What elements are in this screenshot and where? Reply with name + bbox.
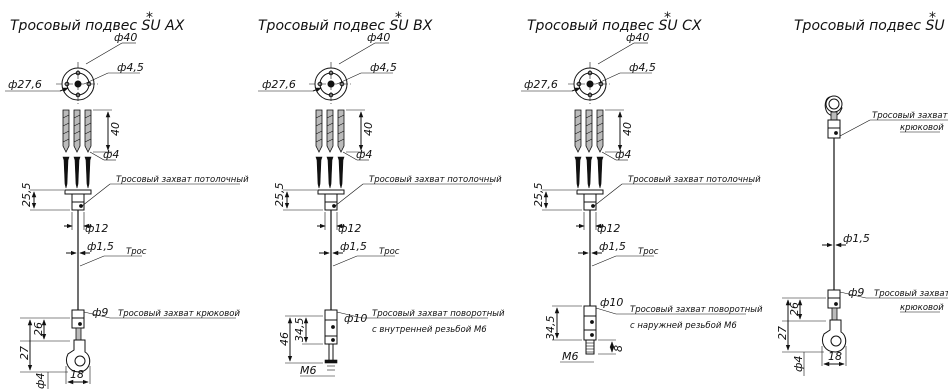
dim-d45: ф4,5 xyxy=(117,61,144,74)
dim-h46: 46 xyxy=(278,332,291,346)
dim-m6: M6 xyxy=(562,350,579,363)
label-bottom-hook-line1: Тросовый захват xyxy=(874,289,948,299)
label-ceiling-grip: Тросовый захват потолочный xyxy=(369,175,502,185)
dim-d45: ф4,5 xyxy=(370,61,397,74)
dim-d276: ф27,6 xyxy=(524,78,558,91)
dim-w18: 18 xyxy=(828,350,842,363)
dim-d40: ф40 xyxy=(114,31,137,44)
dim-d12: ф12 xyxy=(597,222,620,235)
label-top-hook-line2: крюковой xyxy=(900,123,944,133)
dim-d4: ф4 xyxy=(615,148,631,161)
dim-d15: ф1,5 xyxy=(340,240,367,253)
dim-d10: ф10 xyxy=(344,312,367,325)
dim-h27: 27 xyxy=(776,326,789,340)
label-swivel-line2: с наружней резьбой М6 xyxy=(630,321,737,331)
panel-su-dx: Тросовый подвес SU DX * Тросовый захват … xyxy=(776,10,948,376)
panel-su-cx: Тросовый подвес SU CX * ф40 ф27,6 ф4,5 4… xyxy=(521,10,763,363)
label-cable: Трос xyxy=(379,247,400,257)
panel-title: Тросовый подвес SU DX xyxy=(794,18,948,34)
label-swivel-line1: Тросовый захват поворотный xyxy=(630,305,763,315)
dim-d15: ф1,5 xyxy=(843,232,870,245)
dim-d9: ф9 xyxy=(92,306,108,319)
title-asterisk: * xyxy=(395,10,402,26)
panel-su-bx: Тросовый подвес SU BX * ф40 ф27,6 ф4,5 4… xyxy=(258,10,505,377)
panel-title: Тросовый подвес SU CX xyxy=(527,18,702,34)
label-bottom-hook-line2: крюковой xyxy=(900,303,944,313)
label-swivel-line2: с внутренней резьбой М6 xyxy=(372,325,487,335)
dim-h40: 40 xyxy=(621,122,634,136)
dim-d12: ф12 xyxy=(338,222,361,235)
dim-w18: 18 xyxy=(70,368,84,381)
dim-d276: ф27,6 xyxy=(8,78,42,91)
panel-title: Тросовый подвес SU AX xyxy=(10,18,185,34)
dim-h255: 25,5 xyxy=(273,183,286,208)
panel-title: Тросовый подвес SU BX xyxy=(258,18,433,34)
dim-d4: ф4 xyxy=(792,356,805,372)
label-ceiling-grip: Тросовый захват потолочный xyxy=(628,175,761,185)
dim-d4b: ф4 xyxy=(34,373,47,389)
dim-d276: ф27,6 xyxy=(262,78,296,91)
title-asterisk: * xyxy=(146,10,153,26)
dim-h27: 27 xyxy=(18,346,31,360)
dim-d9: ф9 xyxy=(848,286,864,299)
dim-h40: 40 xyxy=(362,122,375,136)
dim-h26: 26 xyxy=(32,322,45,336)
dim-d4: ф4 xyxy=(103,148,119,161)
label-cable: Трос xyxy=(126,247,147,257)
dim-h8: 8 xyxy=(612,345,625,352)
dim-d45: ф4,5 xyxy=(629,61,656,74)
dim-d4: ф4 xyxy=(356,148,372,161)
label-swivel-line1: Тросовый захват поворотный xyxy=(372,309,505,319)
dim-d10: ф10 xyxy=(600,296,623,309)
title-asterisk: * xyxy=(664,10,671,26)
dim-d15: ф1,5 xyxy=(599,240,626,253)
label-top-hook-line1: Тросовый захват xyxy=(872,111,948,121)
dim-d12: ф12 xyxy=(85,222,108,235)
label-hook-grip: Тросовый захват крюковой xyxy=(118,309,240,319)
dim-h345: 34,5 xyxy=(293,318,306,343)
dim-h40: 40 xyxy=(109,122,122,136)
dim-d40: ф40 xyxy=(626,31,649,44)
dim-h345: 34,5 xyxy=(544,316,557,341)
panel-su-ax: Тросовый подвес SU AX * ф40 ф27,6 ф4,5 4… xyxy=(5,10,249,389)
dim-d15: ф1,5 xyxy=(87,240,114,253)
dim-h26: 26 xyxy=(788,302,801,316)
dim-h255: 25,5 xyxy=(532,183,545,208)
label-cable: Трос xyxy=(638,247,659,257)
dim-m6: M6 xyxy=(300,364,317,377)
label-ceiling-grip: Тросовый захват потолочный xyxy=(116,175,249,185)
dim-d40: ф40 xyxy=(367,31,390,44)
dim-h255: 25,5 xyxy=(20,183,33,208)
title-asterisk: * xyxy=(929,10,936,26)
